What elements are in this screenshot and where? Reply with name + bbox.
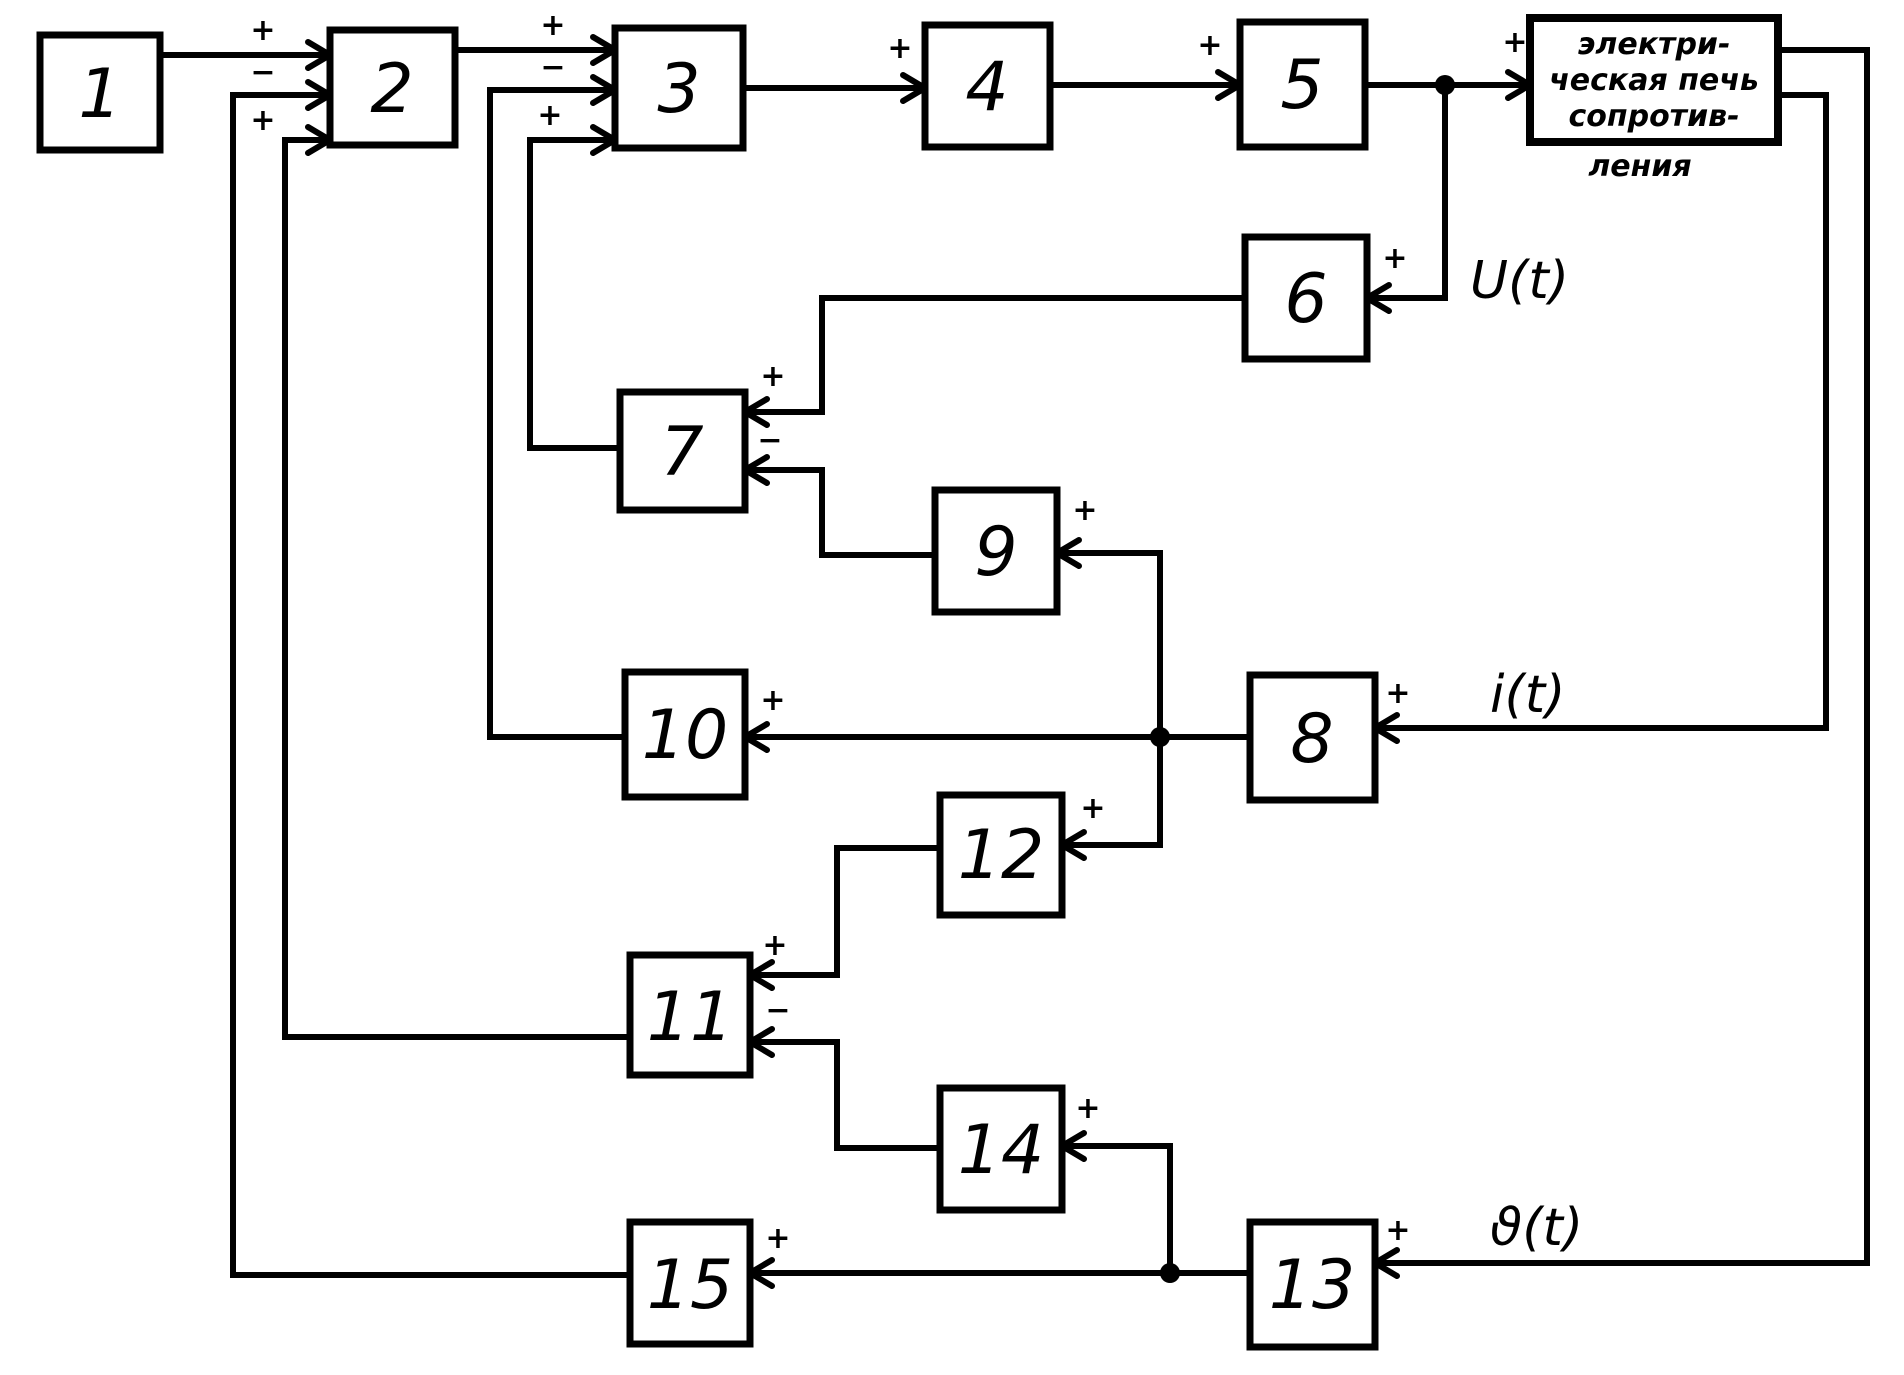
junctions bbox=[1150, 75, 1455, 1283]
sign-plus: + bbox=[1080, 791, 1105, 826]
block-5: 5 bbox=[1236, 18, 1369, 151]
wire-branch-8-up bbox=[1054, 550, 1163, 740]
wire-7-3 bbox=[527, 137, 623, 451]
sign-plus: + bbox=[760, 359, 785, 394]
block-2: 2 bbox=[326, 26, 459, 149]
block-1-label: 1 bbox=[78, 55, 121, 134]
block-4-label: 4 bbox=[965, 48, 1008, 127]
block-5-label: 5 bbox=[1280, 46, 1323, 125]
block-11-label: 11 bbox=[647, 978, 734, 1057]
block-2-label: 2 bbox=[370, 50, 413, 129]
block-7: 7 bbox=[616, 388, 749, 514]
block-8-label: 8 bbox=[1290, 700, 1333, 779]
block-6: 6 bbox=[1241, 233, 1371, 363]
block-9: 9 bbox=[931, 486, 1061, 616]
sign-plus: + bbox=[1385, 1213, 1410, 1248]
sign-plus: + bbox=[760, 683, 785, 718]
block-11: 11 bbox=[626, 951, 754, 1079]
block-10: 10 bbox=[621, 668, 749, 801]
sign-minus: − bbox=[250, 55, 275, 90]
block-10-label: 10 bbox=[642, 696, 729, 775]
sign-minus: − bbox=[765, 993, 790, 1028]
block-3: 3 bbox=[611, 24, 747, 152]
blocks: 1 2 3 4 5 6 7 8 bbox=[36, 14, 1782, 1351]
block-12: 12 bbox=[936, 791, 1066, 919]
sign-plus: + bbox=[540, 8, 565, 43]
block-3-label: 3 bbox=[657, 50, 700, 129]
sign-plus: + bbox=[1075, 1091, 1100, 1126]
wire-12-11 bbox=[747, 845, 943, 978]
sign-minus: − bbox=[757, 423, 782, 458]
sign-marks: + − + + − + + + + + + − + + + + + − + + … bbox=[250, 8, 1527, 1256]
connections bbox=[157, 47, 1870, 1278]
sign-plus: + bbox=[1502, 25, 1527, 60]
sign-plus: + bbox=[1385, 676, 1410, 711]
furnace-label-line-4: ления bbox=[1588, 149, 1691, 184]
wire-11-2 bbox=[282, 137, 633, 1040]
wire-furnace-8 bbox=[1372, 92, 1829, 731]
block-15: 15 bbox=[626, 1218, 754, 1348]
furnace-label-line-1: электри- bbox=[1578, 27, 1731, 62]
sign-plus: + bbox=[887, 31, 912, 66]
wire-15-2 bbox=[230, 92, 633, 1278]
block-4: 4 bbox=[921, 21, 1054, 151]
block-14-label: 14 bbox=[958, 1111, 1045, 1190]
block-14: 14 bbox=[936, 1084, 1066, 1214]
block-6-label: 6 bbox=[1284, 260, 1327, 339]
wire-branch-13-up bbox=[1059, 1143, 1173, 1276]
sign-plus: + bbox=[537, 98, 562, 133]
block-1: 1 bbox=[36, 31, 164, 154]
signal-labels: U(t) i(t) ϑ(t) bbox=[1470, 251, 1583, 1258]
sign-plus: + bbox=[1382, 241, 1407, 276]
sign-plus: + bbox=[250, 13, 275, 48]
wire-branch-8-down bbox=[1059, 734, 1163, 848]
block-12-label: 12 bbox=[958, 816, 1045, 895]
furnace-label-line-2: ческая печь bbox=[1549, 63, 1759, 98]
signal-temperature-label: ϑ(t) bbox=[1490, 1198, 1583, 1258]
signal-voltage-label: U(t) bbox=[1470, 251, 1569, 311]
junction-dot-theta bbox=[1160, 1263, 1180, 1283]
sign-plus: + bbox=[1072, 493, 1097, 528]
block-13-label: 13 bbox=[1269, 1246, 1356, 1325]
junction-dot-u bbox=[1435, 75, 1455, 95]
wire-6-7 bbox=[742, 295, 1248, 415]
sign-minus: − bbox=[540, 50, 565, 85]
block-7-label: 7 bbox=[660, 413, 703, 492]
block-8: 8 bbox=[1246, 671, 1379, 804]
wire-10-3 bbox=[487, 87, 628, 740]
sign-plus: + bbox=[1197, 28, 1222, 63]
sign-plus: + bbox=[762, 928, 787, 963]
wire-14-11 bbox=[747, 1039, 943, 1151]
block-13: 13 bbox=[1246, 1218, 1379, 1351]
block-9-label: 9 bbox=[974, 513, 1017, 592]
signal-current-label: i(t) bbox=[1490, 665, 1565, 725]
sign-plus: + bbox=[765, 1221, 790, 1256]
sign-plus: + bbox=[250, 103, 275, 138]
wire-furnace-13 bbox=[1372, 47, 1870, 1266]
furnace-label-line-3: сопротив- bbox=[1568, 99, 1739, 134]
block-15-label: 15 bbox=[647, 1246, 734, 1325]
wire-tap-6 bbox=[1364, 82, 1448, 301]
furnace-block: электри- ческая печь сопротив- ления bbox=[1526, 14, 1782, 184]
wire-9-7 bbox=[742, 467, 938, 558]
junction-dot-i bbox=[1150, 727, 1170, 747]
